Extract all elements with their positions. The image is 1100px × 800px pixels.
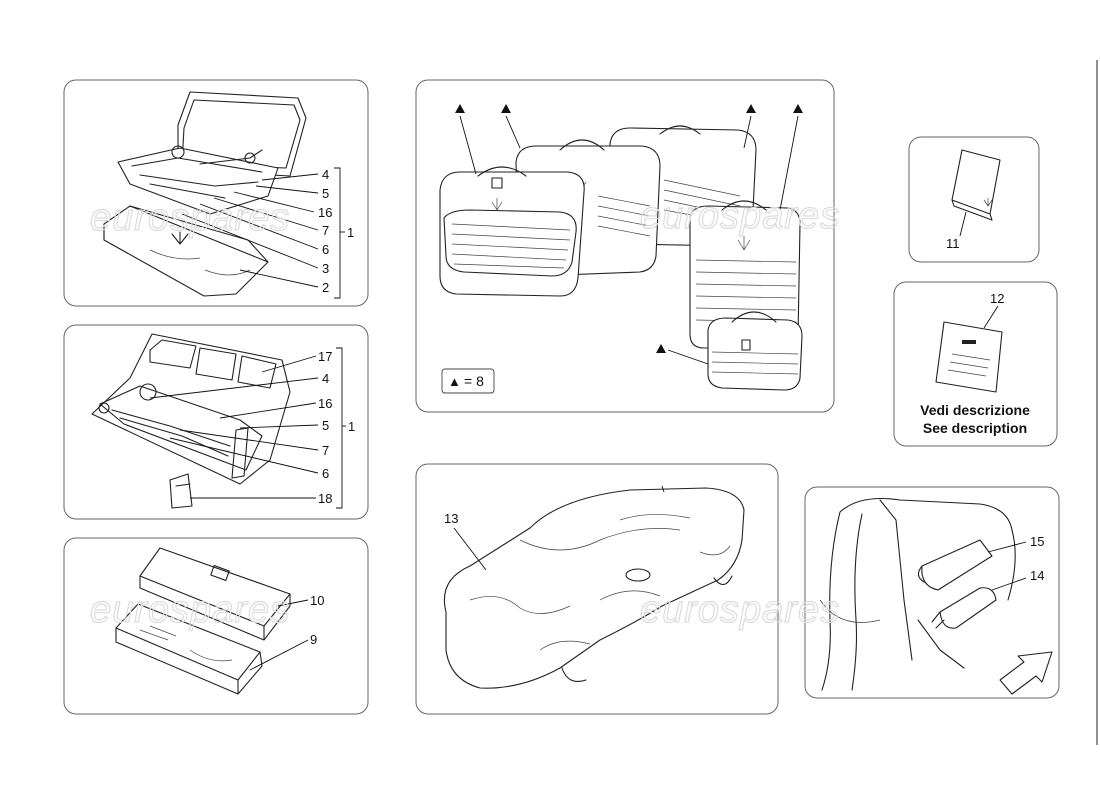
panel-car-cover: 13 <box>415 463 779 715</box>
panel-bags: 10 9 <box>63 537 369 715</box>
callout-16: 16 <box>318 396 332 411</box>
watermark: eurospares <box>90 197 290 239</box>
callouts-bags: 10 9 <box>249 593 324 671</box>
callout-4: 4 <box>322 167 329 182</box>
callout-7: 7 <box>322 223 329 238</box>
callout-group-1: 1 <box>347 225 354 240</box>
panel-luggage: ▲ = 8 <box>415 79 835 413</box>
callout-6: 6 <box>322 242 329 257</box>
documentation-illustration <box>935 321 1003 393</box>
group-bracket <box>334 167 341 299</box>
panel-trunk: 15 14 <box>804 486 1060 699</box>
watermark: eurospares <box>90 589 290 631</box>
callout-5: 5 <box>322 186 329 201</box>
car-cover-illustration <box>443 485 745 689</box>
callout-10: 10 <box>310 593 324 608</box>
callout-7: 7 <box>322 443 329 458</box>
triangle-marker <box>656 344 666 353</box>
triangle-marker <box>793 104 803 113</box>
doc-logo <box>962 340 976 344</box>
callout-5: 5 <box>322 418 329 433</box>
callout-9: 9 <box>310 632 317 647</box>
callouts-toolkit-case: 4 5 16 7 6 3 2 1 <box>181 167 354 299</box>
group-bracket <box>336 347 343 509</box>
description-it: Vedi descrizione <box>920 402 1030 418</box>
panel-manual: 11 <box>908 136 1040 263</box>
callout-3: 3 <box>322 261 329 276</box>
description-en: See description <box>923 420 1027 436</box>
callout-18: 18 <box>318 491 332 506</box>
callout-4: 4 <box>322 371 329 386</box>
panel-toolkit-case: 4 5 16 7 6 3 2 1 <box>63 79 369 307</box>
triangle-marker <box>746 104 756 113</box>
trunk-illustration <box>819 497 1053 695</box>
callout-group-1: 1 <box>348 419 355 434</box>
toolkit-case-illustration <box>103 91 307 297</box>
callouts-documentation: 12 Vedi descrizione See description <box>920 291 1030 436</box>
callout-14: 14 <box>1030 568 1044 583</box>
callouts-car-cover: 13 <box>444 511 487 571</box>
panel-toolkit-tray: 17 4 16 5 7 6 18 1 <box>63 324 369 520</box>
callouts-luggage: ▲ = 8 <box>441 104 803 394</box>
bags-illustration <box>115 547 291 695</box>
callout-16: 16 <box>318 205 332 220</box>
toolkit-tray-illustration <box>91 333 291 509</box>
direction-arrow-icon <box>999 651 1053 695</box>
panel-frame <box>804 486 1060 699</box>
legend-box <box>441 368 495 394</box>
triangle-marker <box>501 104 511 113</box>
panel-documentation: 12 Vedi descrizione See description <box>893 281 1058 447</box>
manual-illustration <box>951 149 1001 221</box>
triangle-marker <box>455 104 465 113</box>
watermark-layer: eurospares eurospares eurospares eurospa… <box>89 194 840 631</box>
legend-text: = 8 <box>464 373 484 389</box>
callout-15: 15 <box>1030 534 1044 549</box>
callout-6: 6 <box>322 466 329 481</box>
callout-13: 13 <box>444 511 458 526</box>
callouts-toolkit-tray: 17 4 16 5 7 6 18 1 <box>149 347 355 509</box>
callouts-manual: 11 <box>946 211 967 251</box>
callout-2: 2 <box>322 280 329 295</box>
luggage-illustration <box>439 125 803 391</box>
watermark: eurospares <box>640 195 840 237</box>
callout-17: 17 <box>318 349 332 364</box>
watermark: eurospares <box>640 589 840 631</box>
legend-symbol: ▲ <box>448 374 461 389</box>
callout-12: 12 <box>990 291 1004 306</box>
callouts-trunk: 15 14 <box>987 534 1044 591</box>
callout-11: 11 <box>946 236 960 251</box>
